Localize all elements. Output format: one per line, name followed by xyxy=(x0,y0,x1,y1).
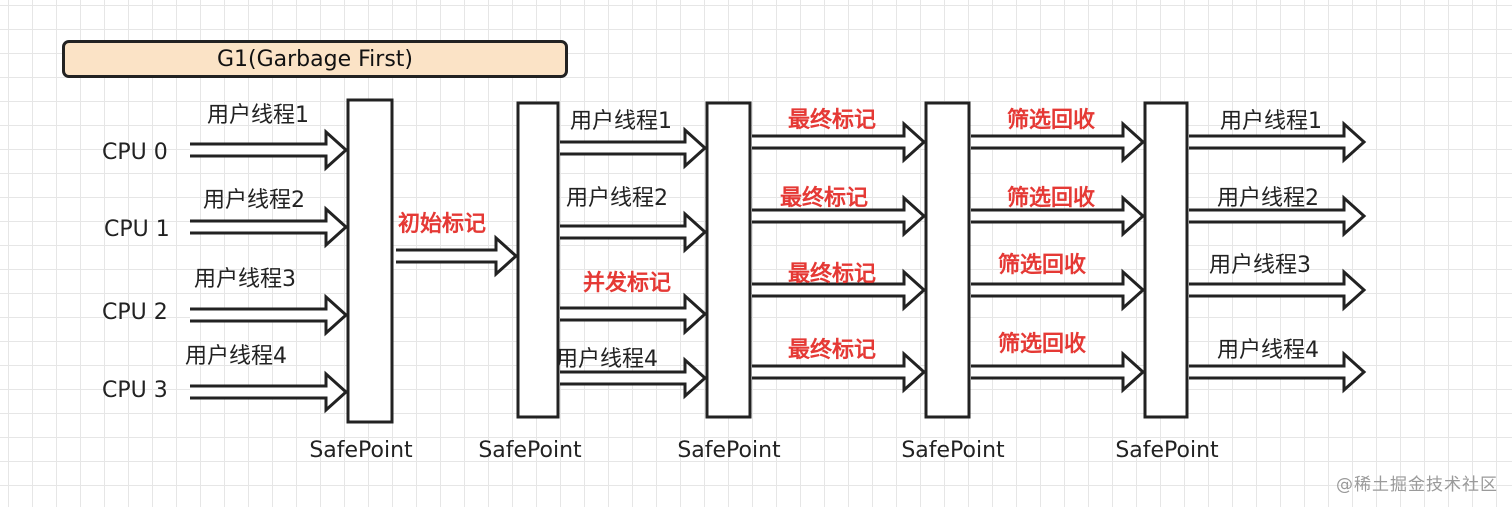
final-mark-label-3: 最终标记 xyxy=(788,261,876,287)
initial-thread-label-1: 用户线程1 xyxy=(207,103,309,128)
initial-thread-label-3: 用户线程3 xyxy=(194,267,296,292)
screening-labels: 筛选回收 筛选回收 筛选回收 筛选回收 xyxy=(998,107,1095,357)
final-mark-label-2: 最终标记 xyxy=(780,185,868,211)
cpu-label-3: CPU 3 xyxy=(102,378,168,403)
initial-thread-labels: 用户线程1 用户线程2 用户线程3 用户线程4 xyxy=(185,103,309,369)
thread-arrows xyxy=(190,120,1367,414)
initial-thread-label-2: 用户线程2 xyxy=(203,188,305,213)
initial-mark-label: 初始标记 xyxy=(398,211,486,237)
arrow-screening-4 xyxy=(971,350,1146,394)
arrow-cpu3-in xyxy=(190,370,349,414)
arrow-cpu2-in xyxy=(190,293,349,337)
arrow-phase2-4 xyxy=(560,356,708,400)
safepoint-bar-5 xyxy=(1143,101,1189,419)
second-phase-label-1: 用户线程1 xyxy=(570,109,672,134)
arrow-screening-2 xyxy=(971,194,1146,238)
initial-thread-label-4: 用户线程4 xyxy=(185,344,287,369)
final-thread-label-4: 用户线程4 xyxy=(1217,338,1319,363)
arrow-cpu1-in xyxy=(190,205,349,249)
arrow-screening-3 xyxy=(971,268,1146,312)
cpu-label-0: CPU 0 xyxy=(102,140,168,165)
safepoint-caption-3: SafePoint xyxy=(677,438,781,463)
arrow-out-2 xyxy=(1189,194,1367,238)
arrow-phase2-1 xyxy=(560,126,708,170)
safepoint-caption-5: SafePoint xyxy=(1115,438,1219,463)
cpu-labels: CPU 0 CPU 1 CPU 2 CPU 3 xyxy=(102,140,170,403)
final-mark-label-1: 最终标记 xyxy=(788,107,876,133)
safepoint-captions: SafePoint SafePoint SafePoint SafePoint … xyxy=(309,438,1219,463)
screening-label-2: 筛选回收 xyxy=(1007,185,1095,211)
safepoint-bar-2 xyxy=(516,101,560,419)
arrow-initial-mark xyxy=(396,234,519,278)
screening-label-3: 筛选回收 xyxy=(998,252,1086,278)
watermark: @稀土掘金技术社区 xyxy=(1336,475,1498,495)
final-mark-label-4: 最终标记 xyxy=(788,337,876,363)
safepoint-caption-1: SafePoint xyxy=(309,438,413,463)
concurrent-mark-label: 并发标记 xyxy=(583,270,671,296)
arrow-cpu0-in xyxy=(190,128,349,172)
arrow-final-mark-4 xyxy=(752,350,927,394)
second-phase-label-4: 用户线程4 xyxy=(556,347,658,372)
final-thread-labels: 用户线程1 用户线程2 用户线程3 用户线程4 xyxy=(1209,109,1322,363)
cpu-label-1: CPU 1 xyxy=(104,217,170,242)
safepoint-bar-3 xyxy=(705,101,752,419)
arrow-out-1 xyxy=(1189,120,1367,164)
screening-label-1: 筛选回收 xyxy=(1007,107,1095,133)
cpu-label-2: CPU 2 xyxy=(102,300,168,325)
second-phase-label-2: 用户线程2 xyxy=(566,186,668,211)
diagram-title: G1(Garbage First) xyxy=(62,40,568,78)
arrow-phase2-3 xyxy=(560,292,708,336)
arrow-out-3 xyxy=(1189,268,1367,312)
safepoint-caption-2: SafePoint xyxy=(478,438,582,463)
safepoint-bar-1 xyxy=(346,98,394,424)
arrow-final-mark-1 xyxy=(752,120,927,164)
safepoint-bars xyxy=(346,98,1189,424)
arrow-screening-1 xyxy=(971,120,1146,164)
final-thread-label-1: 用户线程1 xyxy=(1220,109,1322,134)
second-phase-labels: 用户线程1 用户线程2 并发标记 用户线程4 xyxy=(556,109,672,372)
safepoint-caption-4: SafePoint xyxy=(901,438,1005,463)
safepoint-bar-4 xyxy=(924,101,971,419)
final-thread-label-2: 用户线程2 xyxy=(1217,186,1319,211)
final-thread-label-3: 用户线程3 xyxy=(1209,253,1311,278)
screening-label-4: 筛选回收 xyxy=(998,331,1086,357)
arrow-phase2-2 xyxy=(560,210,708,254)
arrow-out-4 xyxy=(1189,350,1367,394)
final-mark-labels: 最终标记 最终标记 最终标记 最终标记 xyxy=(780,107,876,363)
arrow-final-mark-3 xyxy=(752,268,927,312)
arrow-final-mark-2 xyxy=(752,194,927,238)
